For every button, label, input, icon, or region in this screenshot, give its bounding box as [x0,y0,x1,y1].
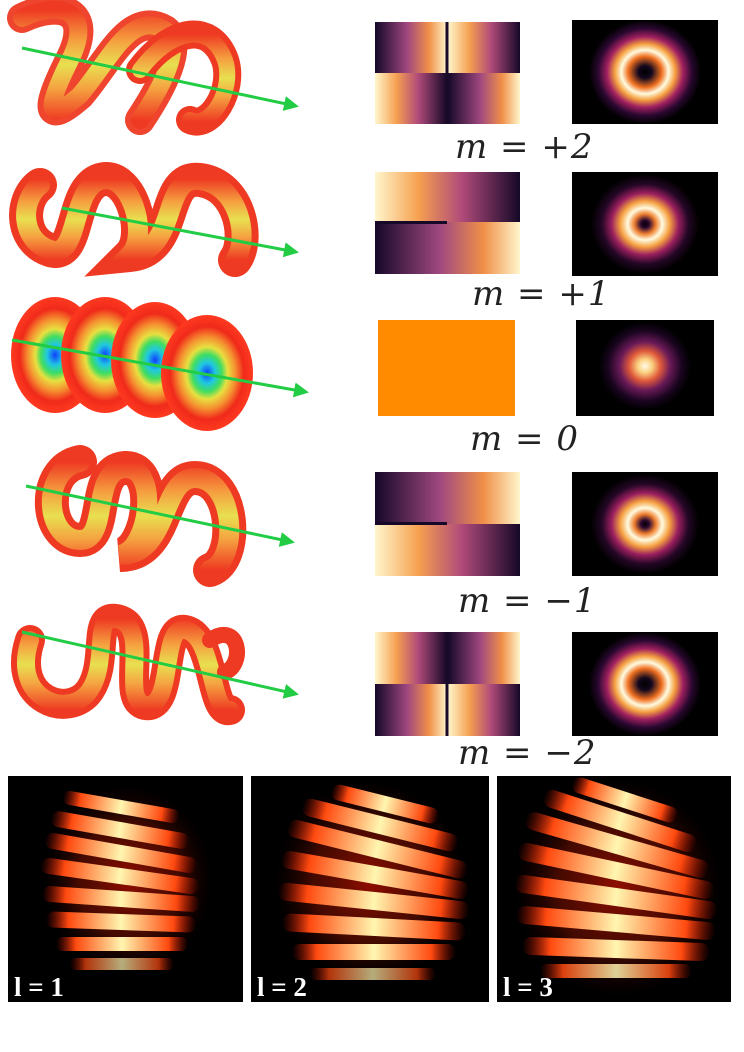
phase-map-m-0 [378,320,515,416]
fringes-l-1 [40,790,200,970]
interference-label-l-2: l = 2 [257,972,307,1002]
phase-map-m-plus-2-quadrants [375,22,520,124]
panel-divider-1 [243,776,251,1002]
row-m-minus-2: m = −2 [11,603,718,773]
interference-label-l-1: l = 1 [14,972,64,1002]
row-m-0: m = 0 [11,297,714,459]
fringes-l-3 [514,777,718,978]
mode-label-m-plus-1: m = +1 [472,274,610,314]
mode-label-m-minus-2: m = −2 [458,733,596,773]
planar-wavefront-m-0 [11,297,309,431]
mode-label-m-0: m = 0 [470,419,579,459]
phase-map-m-minus-2 [375,632,520,736]
phase-map-m-plus-1 [375,172,520,274]
interference-label-l-3: l = 3 [503,972,553,1002]
helical-wavefront-m-minus-1 [25,445,295,587]
helical-wavefront-m-plus-2 [7,0,299,136]
interference-l-2: l = 2 [251,776,489,1002]
helical-wavefront-m-minus-2 [11,603,299,725]
row-m-plus-1: m = +1 [9,162,718,314]
interference-l-3: l = 3 [497,776,731,1002]
row-m-plus-2: m = +2 [7,0,718,167]
phase-map-m-minus-1 [375,472,520,576]
panel-divider-2 [489,776,497,1002]
interference-l-1: l = 1 [8,776,243,1002]
mode-label-m-plus-2: m = +2 [455,127,593,167]
fringes-l-2 [278,784,470,980]
helical-wavefront-m-plus-1 [9,162,299,277]
mode-label-m-minus-1: m = −1 [458,581,596,621]
row-m-minus-1: m = −1 [25,445,718,621]
